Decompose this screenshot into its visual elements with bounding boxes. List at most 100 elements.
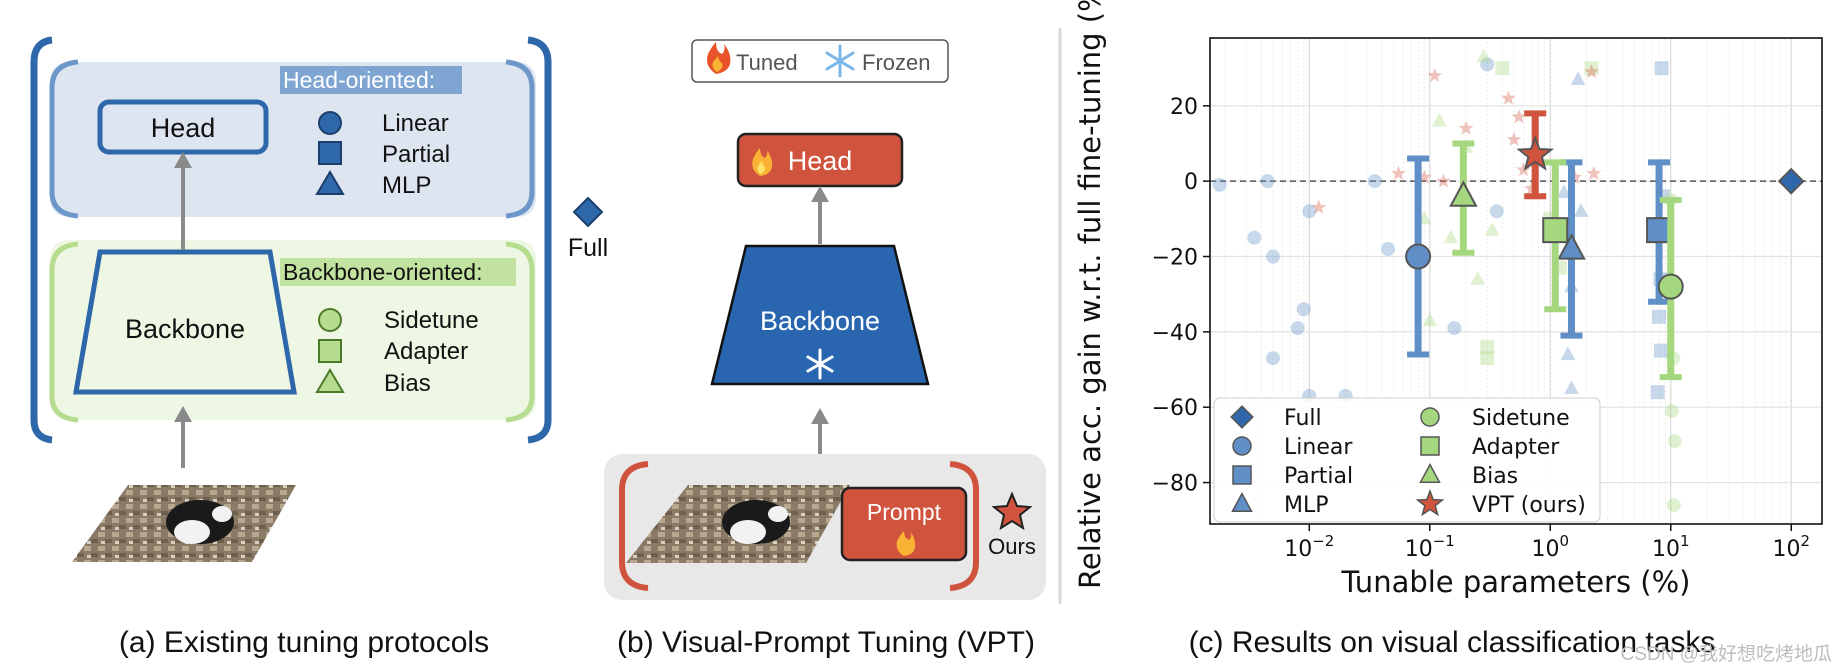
data-point: [1422, 312, 1438, 327]
x-tick-label: 100: [1531, 532, 1569, 562]
vpt-arrowhead-input-to-backbone: [811, 408, 829, 424]
summary-marker: [1646, 217, 1673, 244]
backbone-region-bracket-right: [505, 241, 535, 423]
data-point: [1584, 64, 1599, 79]
bias-marker-icon: [315, 368, 345, 393]
data-point: [1556, 184, 1572, 199]
data-point: [1443, 229, 1459, 244]
data-point: [1564, 380, 1579, 394]
chart-legend-box: [1213, 397, 1601, 523]
data-point: [1432, 112, 1447, 127]
data-point: [1501, 90, 1516, 105]
legend-label: MLP: [1284, 493, 1329, 518]
data-point: [1495, 61, 1510, 76]
summary-marker: [1557, 233, 1586, 260]
full-label: Full: [568, 234, 608, 262]
data-point: [1391, 165, 1406, 180]
data-point: [1650, 385, 1665, 400]
snowflake-icon: [825, 44, 855, 78]
data-point: [1652, 309, 1667, 324]
input-image-a: [72, 485, 296, 562]
vpt-head-flame-icon: [752, 148, 773, 176]
data-point: [1436, 173, 1451, 188]
legend-marker: [1419, 463, 1441, 483]
data-point: [1506, 131, 1522, 146]
full-marker-icon: [572, 196, 604, 228]
data-point: [1489, 204, 1504, 219]
data-point: [1570, 71, 1586, 85]
data-point: [1311, 199, 1327, 214]
flame-icon: [707, 42, 731, 74]
adapter-marker-icon: [318, 339, 342, 363]
panel-b: Tuned Frozen Head Backbone: [604, 39, 1046, 659]
summary-marker: [1657, 273, 1684, 300]
head-oriented-title-bg: [280, 66, 462, 94]
sidetune-marker-icon: [318, 308, 342, 332]
head-item-partial: Partial: [382, 141, 450, 168]
summary-marker: [1542, 217, 1569, 244]
vpt-backbone-label: Backbone: [760, 306, 880, 336]
prompt-block: [840, 486, 968, 562]
data-point: [1247, 230, 1262, 245]
watermark: CSDN @我好想吃烤地瓜: [1621, 643, 1832, 665]
input-image-b: [626, 485, 850, 563]
chart-xlabel: Tunable parameters (%): [1341, 565, 1691, 599]
legend-label: Full: [1284, 406, 1322, 431]
data-point: [1516, 162, 1531, 177]
partial-marker-icon: [318, 141, 342, 165]
chart-summary: [1405, 110, 1805, 381]
summary-marker: [1516, 135, 1554, 171]
data-point: [1266, 351, 1281, 366]
backbone-oriented-title-bg: [280, 258, 516, 286]
data-point: [1560, 346, 1576, 361]
head-item-linear: Linear: [382, 110, 449, 137]
data-point: [1296, 302, 1311, 317]
head-item-mlp: MLP: [382, 172, 431, 199]
ours-label: Ours: [988, 534, 1036, 559]
panel-a: Head-oriented: Head Linear Partial MLP B…: [30, 36, 608, 659]
legend-marker: [1420, 407, 1440, 427]
data-point: [1654, 61, 1669, 76]
data-point: [1416, 169, 1432, 184]
panel-b-caption: (b) Visual-Prompt Tuning (VPT): [617, 626, 1035, 659]
prompt-label: Prompt: [867, 499, 942, 525]
data-point: [1447, 321, 1462, 336]
data-point: [1653, 343, 1668, 358]
data-point: [1666, 498, 1681, 513]
head-oriented-title: Head-oriented:: [283, 67, 435, 93]
data-point: [1476, 48, 1491, 63]
mlp-marker-icon: [315, 170, 345, 195]
legend-tuned-label: Tuned: [736, 50, 798, 75]
head-region-bracket-right: [505, 59, 535, 219]
prompt-flame-icon: [896, 531, 916, 556]
arrowhead-image-to-backbone: [174, 406, 192, 422]
backbone-item-adapter: Adapter: [384, 338, 468, 365]
ours-star-icon: [991, 491, 1033, 531]
data-point: [1480, 351, 1495, 366]
vpt-backbone-block: [710, 244, 930, 386]
data-point: [1484, 222, 1500, 236]
vpt-arrowhead-backbone-to-head: [811, 186, 829, 202]
summary-marker: [1405, 243, 1432, 270]
vpt-input-bracket-left: [619, 461, 649, 591]
legend-marker: [1232, 436, 1252, 456]
data-point: [1380, 241, 1395, 256]
backbone-block: [73, 249, 297, 395]
data-point: [1480, 339, 1495, 354]
legend-label: Linear: [1284, 435, 1353, 460]
legend-marker: [1415, 488, 1445, 517]
vpt-legend-box: [691, 39, 949, 83]
data-point: [1573, 203, 1589, 217]
panel-a-caption: (a) Existing tuning protocols: [119, 626, 489, 659]
x-tick-label: 10−1: [1405, 532, 1455, 562]
data-point: [1458, 120, 1474, 135]
head-region-bracket-left: [49, 59, 79, 219]
panel-c-caption: (c) Results on visual classification tas…: [1189, 626, 1716, 659]
vpt-backbone-snowflake-icon: [806, 348, 834, 380]
legend-label: VPT (ours): [1472, 493, 1586, 518]
chart-points: [1212, 48, 1682, 513]
legend-marker: [1230, 405, 1254, 429]
